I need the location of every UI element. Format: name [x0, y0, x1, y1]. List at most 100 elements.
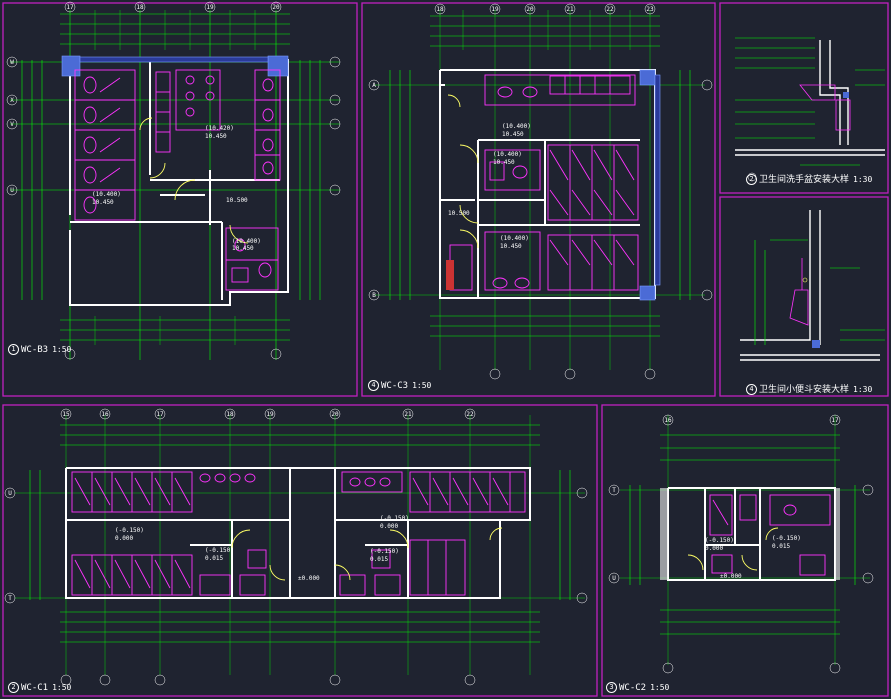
- p1-columns: [61, 55, 289, 77]
- frame-wc-c2: [601, 404, 889, 697]
- p2-columns: [639, 69, 661, 301]
- p2-axis-tag: B: [372, 292, 376, 299]
- p5-axis-tag: 18: [226, 411, 234, 418]
- p5-elevation: (-0.150): [115, 527, 144, 534]
- p5-axis-tag: 19: [266, 411, 274, 418]
- frame-wc-c1: [2, 404, 598, 697]
- frame-urinal-detail: [719, 196, 889, 397]
- frame-basin-detail: [719, 2, 889, 194]
- p6-elevation: 0.000: [705, 545, 723, 552]
- p1-elevation: 10.500: [226, 197, 248, 204]
- p2-fixtures: [449, 74, 639, 291]
- p2-axis-bubbles: [368, 3, 713, 380]
- panel-number: 4: [746, 384, 757, 395]
- p2-elevation: 10.450: [493, 159, 515, 166]
- p5-axis-tag: 22: [466, 411, 474, 418]
- p1-axis-tag: 20: [272, 4, 280, 11]
- p5-doors: [231, 527, 503, 581]
- p2-axis-tag: 21: [566, 6, 574, 13]
- p6-dimension-lines: [620, 415, 870, 665]
- p5-axis-tag: 16: [101, 411, 109, 418]
- panel-scale: 1:30: [853, 385, 873, 394]
- panel-scale: 1:30: [853, 175, 873, 184]
- p2-axis-tag: 20: [526, 6, 534, 13]
- frame-wc-b3: [2, 2, 358, 397]
- p2-walls: [439, 69, 656, 299]
- p5-walls: [65, 467, 531, 599]
- p5-fixtures: [71, 471, 526, 596]
- p5-axis-tag: 21: [404, 411, 412, 418]
- panel-code: WC-B3: [21, 345, 49, 355]
- panel-scale: 1:50: [52, 345, 72, 354]
- frame-wc-c3: [361, 2, 716, 397]
- p5-axis-bubbles: [4, 408, 588, 686]
- p1-axis-tag: 18: [136, 4, 144, 11]
- plan-wc-c2: 16 17 T U (-0.150) 0.000 (-0.150) 0.015 …: [608, 414, 874, 674]
- panel-number: 3: [606, 682, 617, 693]
- p5-axis-tag: 15: [62, 411, 70, 418]
- p5-elevation: ±0.000: [298, 575, 320, 582]
- p1-axis-bubbles: [6, 1, 341, 360]
- detail-urinal: [740, 210, 885, 361]
- p2-elevation: 10.450: [502, 131, 524, 138]
- p1-axis-tag: 19: [206, 4, 214, 11]
- p6-axis-tag: 17: [831, 417, 839, 424]
- panel-number: 1: [8, 344, 19, 355]
- panel-code: WC-C2: [619, 683, 647, 693]
- p5-elevation: (-0.150): [370, 548, 399, 555]
- p6-axis-tag: T: [612, 487, 616, 494]
- plan-wc-b3: 17 18 19 20 W X V U (10.420) 10.450 (10.…: [6, 1, 341, 360]
- panel-code: WC-C1: [21, 683, 49, 693]
- p5-elevation: (-0.150): [205, 547, 234, 554]
- p6-fixtures: [709, 494, 831, 576]
- p2-axis-tag: 22: [606, 6, 614, 13]
- panel-number: 2: [746, 174, 757, 185]
- panel-number: 4: [368, 380, 379, 391]
- p1-elevation: (10.400): [232, 238, 261, 245]
- p1-axis-tag: V: [10, 121, 14, 128]
- p1-elevation: (10.420): [205, 125, 234, 132]
- p1-doors: [139, 117, 249, 244]
- p2-doors: [447, 94, 479, 249]
- plan-wc-c3: 18 19 20 21 22 23 A B (10.400) 10.450 (1…: [368, 3, 713, 380]
- p5-elevation: 0.000: [115, 535, 133, 542]
- p6-elevation: 0.015: [772, 543, 790, 550]
- p5-elevation: (-0.150): [380, 515, 409, 522]
- p5-axis-tag: U: [8, 490, 12, 497]
- p1-axis-tag: 17: [66, 4, 74, 11]
- p1-axis-tag: W: [10, 59, 14, 66]
- p6-doors: [687, 527, 779, 571]
- p2-elevation: (10.400): [502, 123, 531, 130]
- p2-axis-tag: 18: [436, 6, 444, 13]
- p2-elevation: (10.400): [500, 235, 529, 242]
- p1-elevation: 10.450: [205, 133, 227, 140]
- panel-scale: 1:50: [650, 683, 670, 692]
- p2-elevation: 10.450: [500, 243, 522, 250]
- p6-elevation: (-0.150): [772, 535, 801, 542]
- p6-elevation: (-0.150): [705, 537, 734, 544]
- p5-elevation: 0.015: [370, 556, 388, 563]
- panel-scale: 1:50: [412, 381, 432, 390]
- p5-elevation: 0.015: [205, 555, 223, 562]
- detail-basin: [735, 37, 885, 182]
- p6-axis-bubbles: [608, 414, 874, 674]
- panel-number: 2: [8, 682, 19, 693]
- panel-code: WC-C3: [381, 381, 409, 391]
- p5-axis-tag: T: [8, 595, 12, 602]
- p1-fixtures: [74, 69, 281, 291]
- p6-axis-tag: 16: [664, 417, 672, 424]
- p5-axis-tag: 20: [331, 411, 339, 418]
- p2-axis-tag: 19: [491, 6, 499, 13]
- panel-code: 卫生间小便斗安装大样: [759, 385, 850, 395]
- p2-axis-tag: A: [372, 82, 376, 89]
- p1-elevation: (10.400): [92, 191, 121, 198]
- p2-elevation: (10.400): [493, 151, 522, 158]
